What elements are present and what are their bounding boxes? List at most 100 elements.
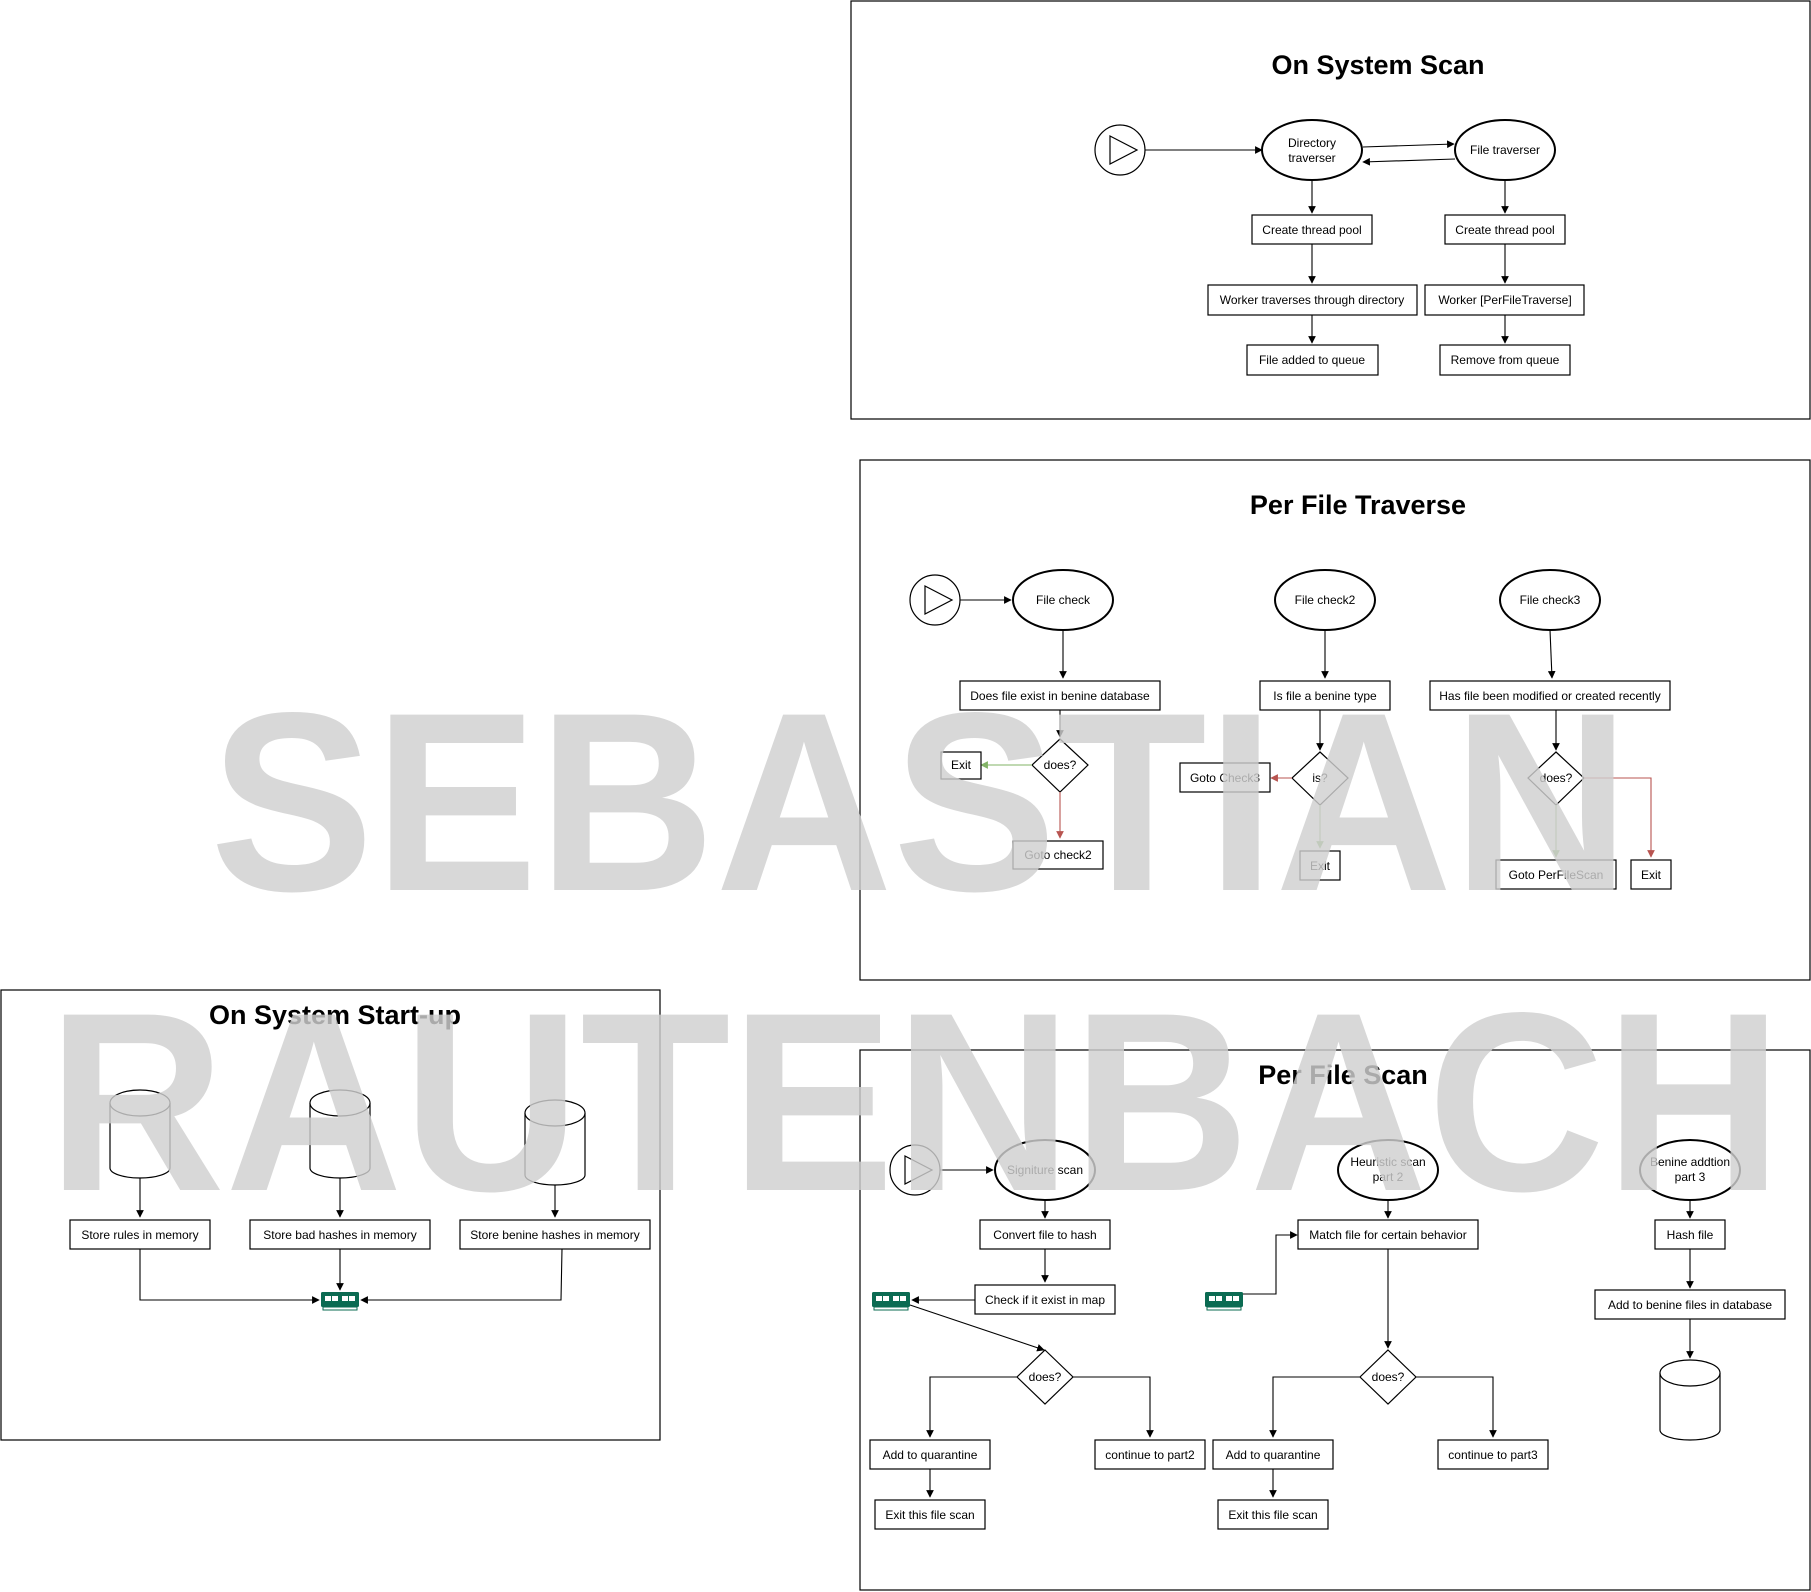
goto-check2: Goto check2 [1012,840,1104,870]
modified-recently: Has file been modified or created recent… [1429,680,1671,711]
svg-text:Add to quarantine: Add to quarantine [883,1448,978,1462]
exists-in-benine-database: Does file exist in benine database [959,680,1161,711]
decision-does-scan-2: does? [1359,1349,1417,1405]
signature-scan-node: Signiture scan [994,1139,1096,1201]
edge [1269,1376,1360,1438]
edge [1073,1376,1154,1438]
svg-text:Worker [PerFileTraverse]: Worker [PerFileTraverse] [1438,293,1571,307]
edge [360,1248,563,1304]
svg-text:Is file a benine type: Is file a benine type [1273,689,1377,703]
svg-text:does?: does? [1029,1370,1062,1384]
svg-text:Exit: Exit [951,758,972,772]
file-added-to-queue: File added to queue [1246,344,1379,376]
store-rules: Store rules in memory [69,1219,211,1250]
svg-text:Store benine hashes in memory: Store benine hashes in memory [470,1228,639,1242]
svg-text:Add to benine files in databas: Add to benine files in database [1608,1298,1772,1312]
memory-icon [871,1291,911,1311]
database-icon [1659,1359,1721,1441]
exit-node-3: Exit [1630,859,1672,890]
svg-text:Signiture scan: Signiture scan [1007,1163,1083,1177]
exit-node-2: Exit [1299,850,1341,881]
watermark-line-1: SEBASTIAN [210,660,1630,945]
create-thread-pool-right: Create thread pool [1444,214,1566,245]
svg-text:File check2: File check2 [1295,593,1356,607]
svg-text:Does file exist in benine data: Does file exist in benine database [970,689,1150,703]
edge [909,1304,1045,1352]
svg-text:Create thread pool: Create thread pool [1262,223,1361,237]
hash-file: Hash file [1654,1219,1726,1250]
database-icon [109,1089,171,1179]
exit-node-1: Exit [940,751,982,780]
file-traverser-label: File traverser [1470,143,1540,157]
store-benine-hashes: Store benine hashes in memory [459,1219,651,1250]
add-benine-database: Add to benine files in database [1594,1289,1786,1320]
svg-text:part 2: part 2 [1373,1170,1404,1184]
svg-text:part 3: part 3 [1675,1170,1706,1184]
continue-to-part2: continue to part2 [1094,1439,1206,1470]
start-icon [909,574,961,626]
svg-text:continue to part3: continue to part3 [1448,1448,1538,1462]
start-icon [1094,124,1146,176]
svg-text:Benine addtion: Benine addtion [1650,1155,1730,1169]
svg-text:Add to quarantine: Add to quarantine [1226,1448,1321,1462]
svg-text:does?: does? [1372,1370,1405,1384]
memory-icon [320,1291,360,1311]
database-icon [524,1099,586,1186]
startup-title: On System Start-up [209,1000,461,1030]
svg-text:Store rules in memory: Store rules in memory [81,1228,198,1242]
edge [1547,629,1556,679]
edge [139,1249,320,1304]
edge [1416,1376,1497,1438]
is-benine-type: Is file a benine type [1259,680,1391,711]
file-traverser-node: File traverser [1454,119,1556,181]
exit-file-scan-2: Exit this file scan [1217,1499,1329,1530]
svg-text:Create thread pool: Create thread pool [1455,223,1554,237]
svg-text:Store bad hashes in memory: Store bad hashes in memory [263,1228,416,1242]
svg-text:Heuristic scan: Heuristic scan [1350,1155,1425,1169]
edge-no [1584,777,1655,858]
svg-text:does?: does? [1540,771,1573,785]
system-scan-panel: On System Scan Directory traverser File … [850,0,1811,420]
file-scan-title: Per File Scan [1258,1060,1428,1090]
goto-check3: Goto Check3 [1179,762,1271,793]
add-to-quarantine-2: Add to quarantine [1212,1439,1334,1470]
svg-text:Goto PerFileScan: Goto PerFileScan [1509,868,1604,882]
worker-traverses-directory: Worker traverses through directory [1207,284,1418,316]
decision-does-3: does? [1527,751,1585,806]
svg-text:is?: is? [1312,771,1328,785]
decision-does-scan-1: does? [1016,1349,1074,1405]
edge-directory-to-file [1362,140,1455,149]
svg-text:File added to queue: File added to queue [1259,353,1365,367]
remove-from-queue: Remove from queue [1439,344,1571,376]
create-thread-pool-left: Create thread pool [1251,214,1373,245]
file-traverse-title: Per File Traverse [1250,490,1466,520]
database-icon [309,1089,371,1179]
edge [1243,1231,1298,1295]
svg-text:Match file for certain behavio: Match file for certain behavior [1309,1228,1466,1242]
startup-frame [0,989,661,1441]
svg-text:Exit this file scan: Exit this file scan [885,1508,974,1522]
svg-text:Goto check2: Goto check2 [1024,848,1092,862]
file-check-node: File check [1012,569,1114,631]
check-in-map: Check if it exist in map [974,1284,1116,1315]
svg-text:Worker traverses through direc: Worker traverses through directory [1220,293,1405,307]
file-check3-node: File check3 [1499,569,1601,631]
svg-text:Goto Check3: Goto Check3 [1190,771,1260,785]
convert-to-hash: Convert file to hash [979,1219,1111,1250]
svg-text:Hash file: Hash file [1667,1228,1714,1242]
file-check2-node: File check2 [1274,569,1376,631]
edge-file-to-directory [1362,157,1456,166]
store-bad-hashes: Store bad hashes in memory [249,1219,431,1250]
directory-traverser-node: Directory traverser [1261,119,1363,181]
edge [926,1376,1017,1438]
svg-text:Exit: Exit [1641,868,1662,882]
exit-file-scan-1: Exit this file scan [874,1499,986,1530]
match-behavior: Match file for certain behavior [1297,1219,1479,1250]
continue-to-part3: continue to part3 [1437,1439,1549,1470]
svg-text:continue to part2: continue to part2 [1105,1448,1195,1462]
startup-panel: On System Start-up Store rules in memory… [0,989,661,1441]
directory-traverser-label: traverser [1288,151,1335,165]
goto-perfilescan: Goto PerFileScan [1495,859,1617,890]
svg-text:Convert file to hash: Convert file to hash [993,1228,1096,1242]
